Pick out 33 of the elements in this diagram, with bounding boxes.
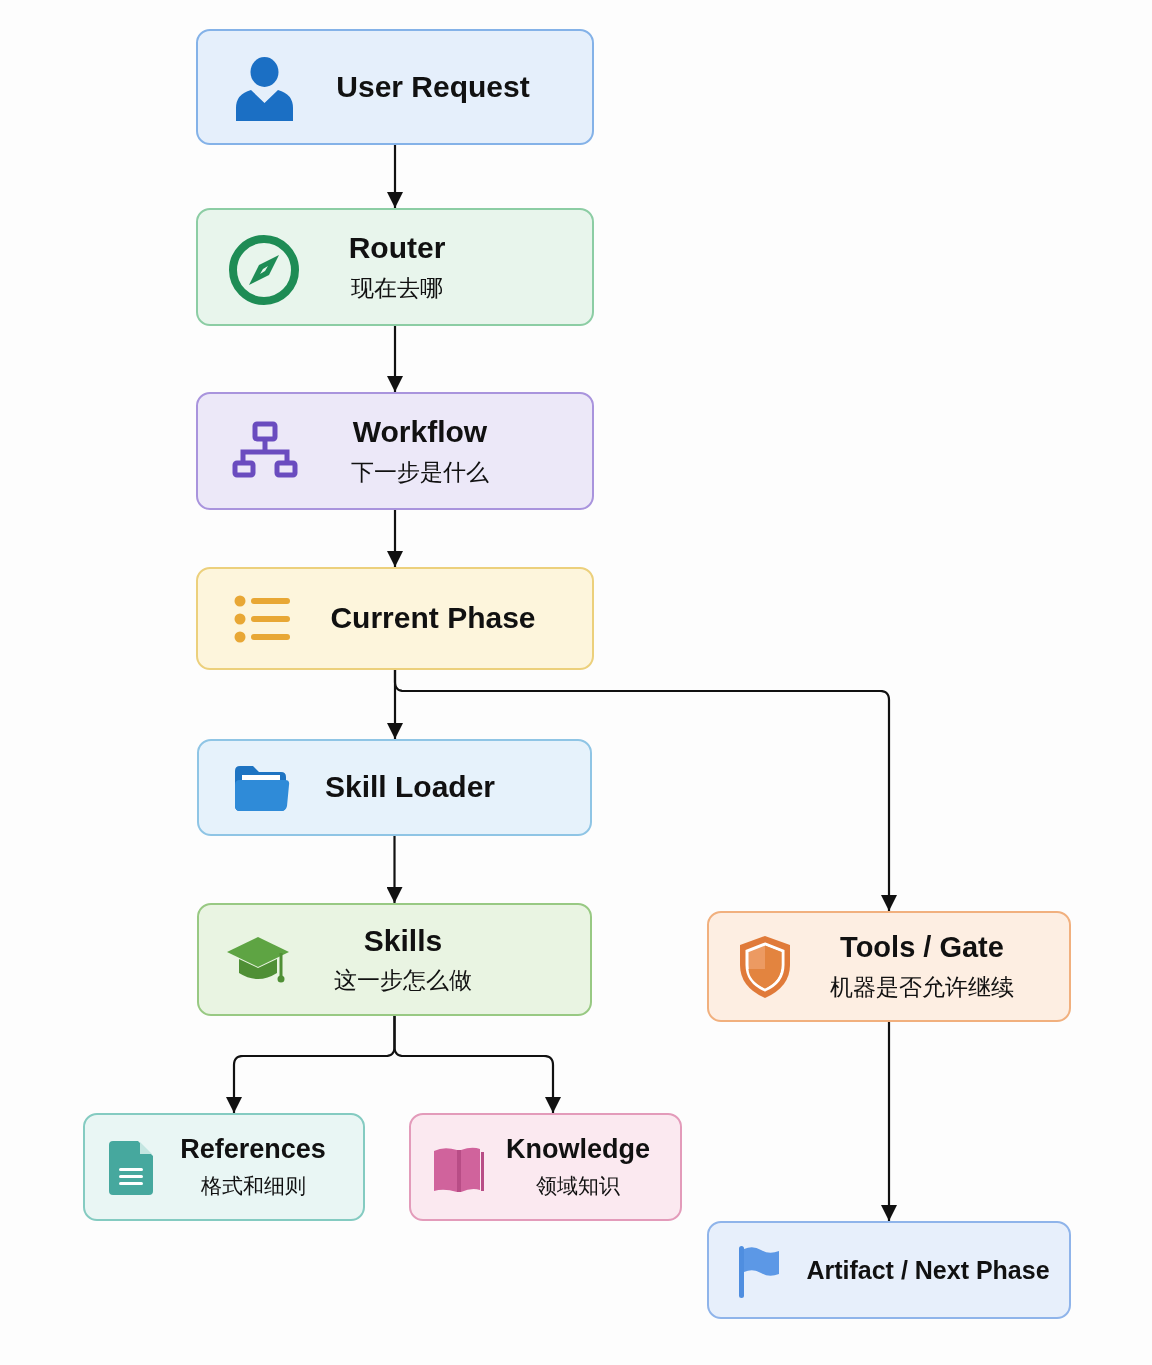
step-subtitle: 领域知识: [536, 1173, 620, 1200]
process-box: [196, 29, 594, 145]
process-box: [197, 903, 592, 1016]
step-subtitle: 格式和细则: [200, 1173, 306, 1200]
step-subtitle: 机器是否允许继续: [830, 972, 1014, 1002]
arrow: [881, 1022, 897, 1221]
step-title: Skills: [363, 923, 443, 959]
step-title: Artifact / Next Phase: [806, 1255, 1050, 1285]
process-box: [196, 567, 594, 670]
process-box: [83, 1113, 365, 1221]
step-title: Workflow: [352, 415, 488, 450]
process-box: [707, 1221, 1071, 1319]
arrow: [393, 1016, 561, 1113]
arrow: [386, 836, 403, 903]
step-title: Knowledge: [506, 1134, 650, 1166]
step-title: Router: [348, 231, 446, 266]
process-box: [196, 392, 594, 510]
step-subtitle: 这一步怎么做: [334, 966, 472, 996]
process-box: [197, 739, 592, 836]
step-subtitle: 下一步是什么: [351, 457, 489, 487]
step-title: Current Phase: [330, 601, 536, 636]
process-box: [707, 911, 1071, 1022]
step-subtitle: 现在去哪: [351, 273, 443, 303]
arrow: [387, 326, 403, 392]
step-title: Skill Loader: [324, 770, 496, 805]
step-title: Tools / Gate: [840, 931, 1004, 965]
arrow: [387, 145, 403, 208]
step-title: User Request: [336, 69, 530, 105]
step-title: References: [180, 1134, 326, 1166]
process-box: [196, 208, 594, 326]
arrow: [387, 510, 403, 567]
arrow: [393, 670, 897, 911]
process-box: [409, 1113, 682, 1221]
